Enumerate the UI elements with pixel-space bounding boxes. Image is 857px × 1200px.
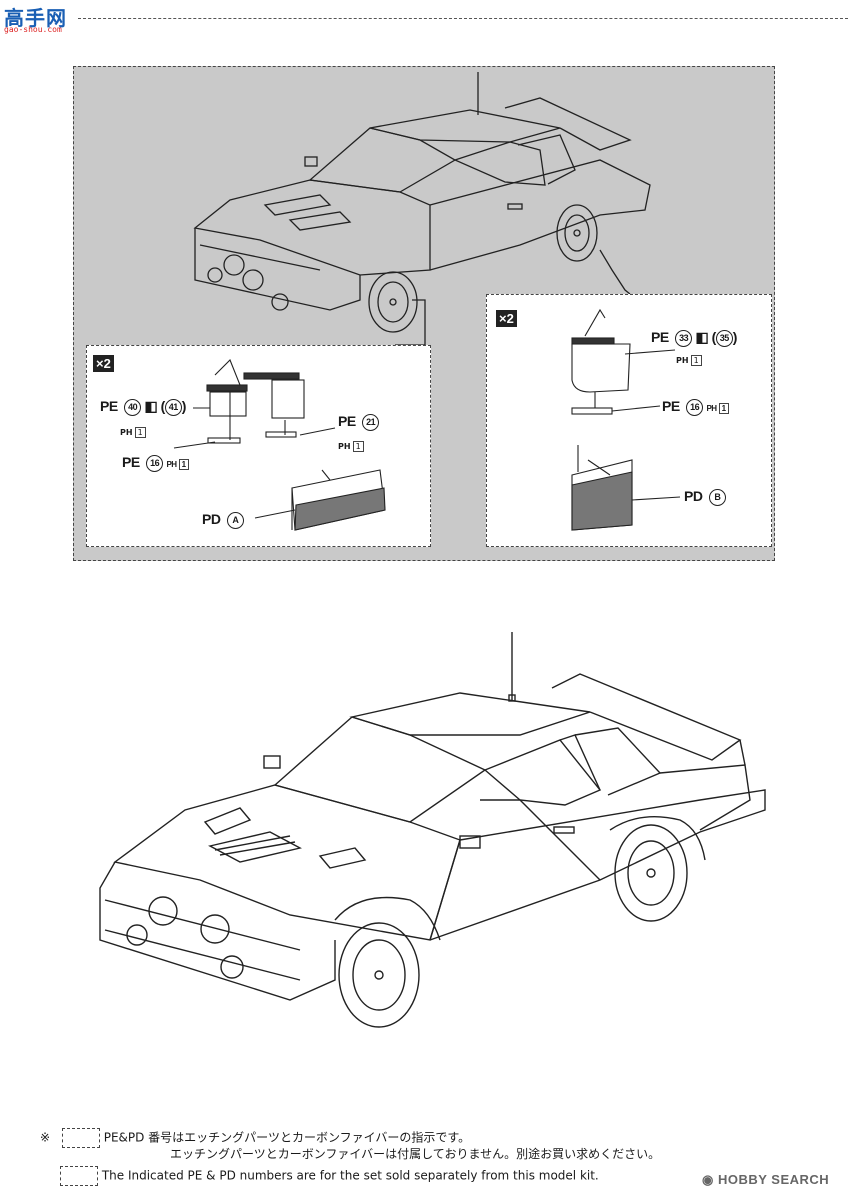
brand-text: HOBBY SEARCH: [717, 1172, 830, 1187]
part-indicator-box: [61, 1128, 100, 1148]
part-number-badge: 35: [715, 329, 733, 347]
pe-prefix: PE: [651, 329, 669, 345]
footnote-line-1: ※ PE&PD 番号はエッチングパーツとカーボンファイバーの指示です。: [40, 1128, 470, 1148]
part-number-badge: 21: [362, 413, 380, 431]
ph-box: 1: [178, 459, 189, 470]
part-letter-badge: B: [708, 488, 726, 506]
part-number-badge: 41: [164, 398, 182, 416]
pd-prefix: PD: [202, 511, 221, 527]
hobby-search-icon: ◉: [702, 1172, 714, 1187]
ph-box: 1: [352, 441, 364, 452]
callout-pe-33-35: PE 33 ◧ (35): [651, 329, 737, 347]
part-number-badge: 16: [686, 398, 704, 416]
ph-label: PH: [120, 428, 133, 437]
ph-box: 1: [134, 427, 146, 438]
watermark-logo: 高手网: [4, 6, 67, 30]
part-letter-badge: A: [226, 511, 244, 529]
pe-prefix: PE: [122, 454, 140, 470]
callout-pe-40-41: PE 40 ◧ (41): [100, 398, 186, 416]
ph-label: PH: [166, 460, 177, 469]
footnote-en-text: The Indicated PE & PD numbers are for th…: [101, 1168, 599, 1183]
pe-prefix: PE: [338, 413, 356, 429]
multiplier-badge: ×2: [496, 310, 517, 327]
ph-label: PH: [338, 442, 351, 451]
pe-prefix: PE: [662, 398, 680, 414]
watermark-subtitle: gao-shou.com: [4, 25, 62, 34]
ph-label: PH: [706, 404, 717, 413]
footnote-jp-text-1: PE&PD 番号はエッチングパーツとカーボンファイバーの指示です。: [103, 1130, 471, 1145]
part-number-badge: 33: [675, 329, 693, 347]
callout-pe-21: PE 21: [338, 413, 380, 431]
mudflap-front-inset: [86, 345, 431, 547]
ph-label: PH: [676, 356, 689, 365]
footnote-mark: ※: [40, 1130, 51, 1145]
part-separator: ◧: [695, 329, 709, 345]
callout-pd-a: PD A: [202, 511, 244, 529]
footnote-line-3: The Indicated PE & PD numbers are for th…: [60, 1166, 599, 1186]
pe-prefix: PE: [100, 398, 118, 414]
pd-prefix: PD: [684, 488, 703, 504]
top-divider: [78, 18, 848, 19]
part-separator: ◧: [144, 398, 158, 414]
part-number-badge: 16: [146, 454, 164, 472]
multiplier-badge: ×2: [93, 355, 114, 372]
part-indicator-box: [60, 1166, 98, 1186]
ph-box: 1: [690, 355, 702, 366]
part-number-badge: 40: [124, 398, 142, 416]
hobby-search-watermark: ◉ HOBBY SEARCH: [702, 1172, 829, 1188]
footnote-line-2: エッチングパーツとカーボンファイバーは付属しておりません。別途お買い求めください…: [170, 1147, 661, 1161]
callout-pd-b: PD B: [684, 488, 726, 506]
ph-box: 1: [718, 403, 729, 414]
